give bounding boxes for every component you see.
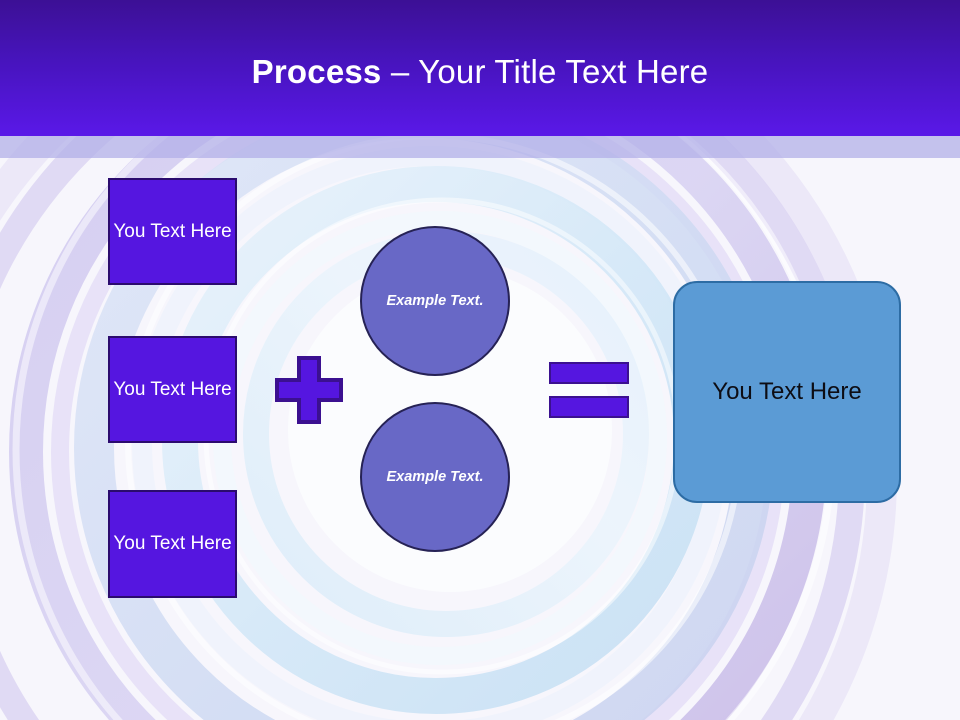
example-circle-1[interactable]: Example Text. xyxy=(360,226,510,376)
result-box-label: You Text Here xyxy=(712,378,862,405)
input-box-1[interactable]: You Text Here xyxy=(108,178,237,285)
header-accent-strip xyxy=(0,136,960,158)
input-box-2-label: You Text Here xyxy=(113,378,232,400)
example-circle-2[interactable]: Example Text. xyxy=(360,402,510,552)
example-circle-1-label: Example Text. xyxy=(386,292,484,309)
example-circle-2-label: Example Text. xyxy=(386,468,484,485)
input-box-2[interactable]: You Text Here xyxy=(108,336,237,443)
input-box-3-label: You Text Here xyxy=(113,533,232,555)
equals-icon xyxy=(549,362,629,418)
input-box-1-label: You Text Here xyxy=(113,220,232,242)
header-band: Process – Your Title Text Here xyxy=(0,0,960,136)
page-title: Process – Your Title Text Here xyxy=(252,53,709,91)
page-title-rest: – Your Title Text Here xyxy=(381,53,709,90)
equals-bar-top xyxy=(549,362,629,384)
input-box-3[interactable]: You Text Here xyxy=(108,490,237,598)
result-box[interactable]: You Text Here xyxy=(673,281,901,503)
plus-icon xyxy=(275,356,343,424)
page-title-bold: Process xyxy=(251,53,382,90)
equals-bar-bottom xyxy=(549,396,629,418)
